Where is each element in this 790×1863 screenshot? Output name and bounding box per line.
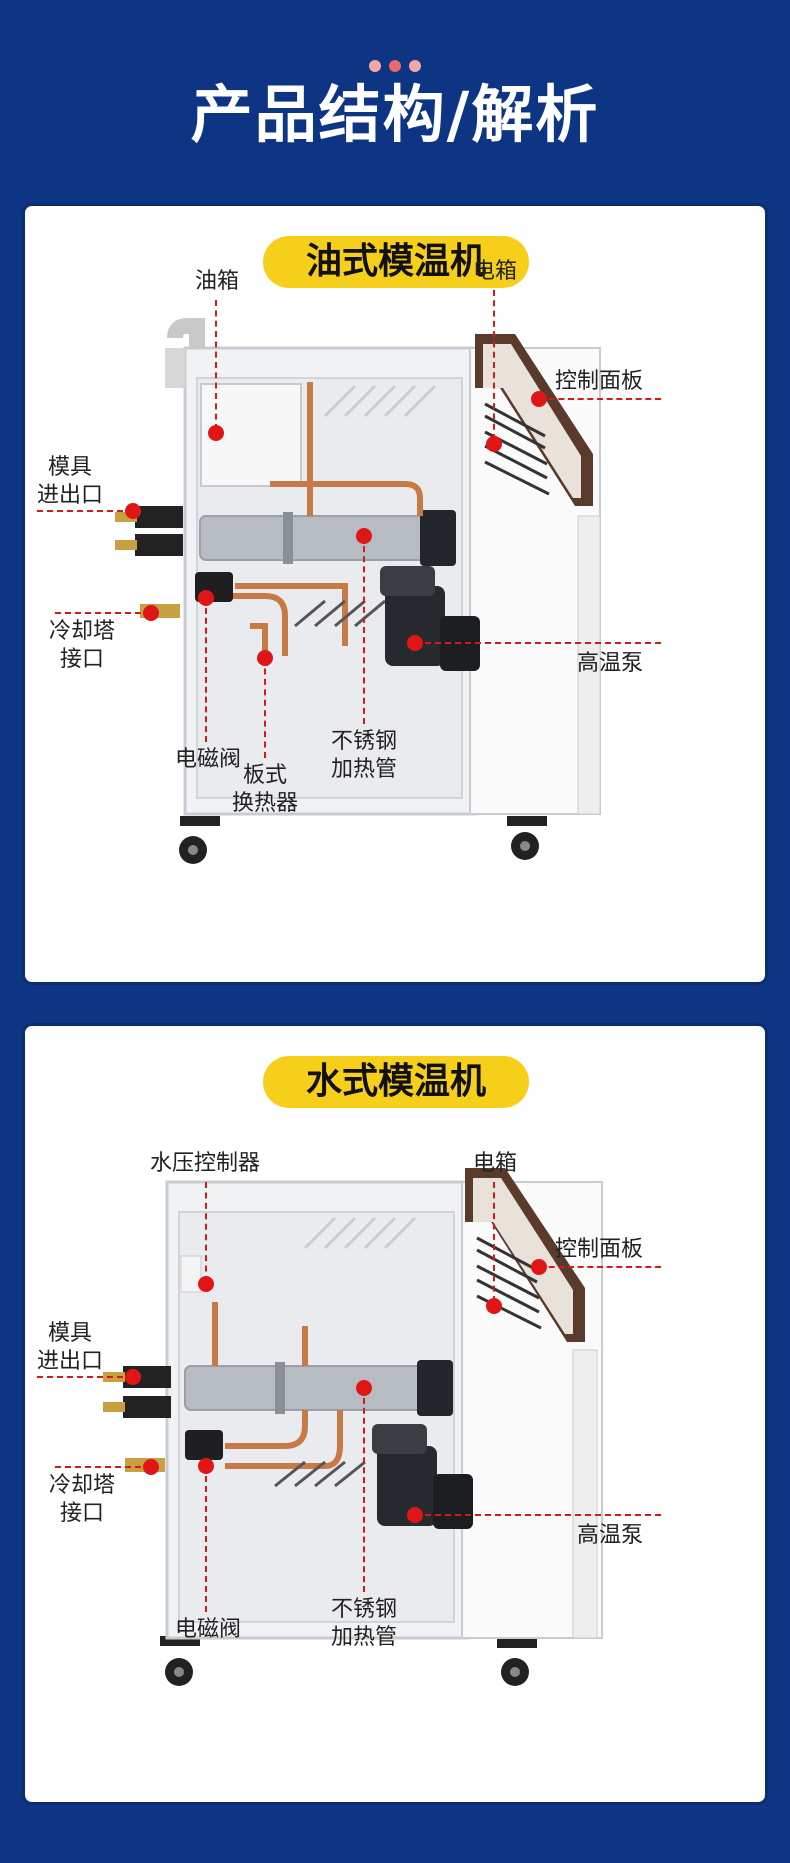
leader-oil-tank [215, 300, 217, 430]
label-heater-2: 加热管 [330, 757, 397, 782]
label-cooling-port-2: 接口 [59, 647, 104, 672]
plate-heat-exchanger [294, 599, 386, 628]
label-control-panel: 控制面板 [554, 369, 643, 394]
label-heater-2: 加热管 [330, 1625, 397, 1650]
dot-3 [409, 60, 421, 72]
leader-control-panel [539, 1266, 661, 1268]
pressure-controller [180, 1255, 202, 1293]
label-electric-box: 电箱 [473, 1151, 518, 1176]
caster-wheels [179, 816, 547, 864]
leader-pump [415, 1514, 661, 1516]
leader-mold-port [37, 510, 133, 512]
marker-solenoid-valve [198, 590, 214, 606]
marker-cooling-port [143, 605, 159, 621]
label-mold-port-1: 模具 [47, 455, 92, 480]
decorative-dots [369, 60, 421, 74]
water-machine-illustration [103, 1168, 603, 1686]
leader-solenoid-valve [205, 1466, 207, 1612]
pump-body [377, 1446, 437, 1526]
leader-cooling-port [55, 612, 151, 614]
heater-tube [199, 515, 441, 561]
marker-heater [356, 528, 372, 544]
label-control-panel: 控制面板 [554, 1237, 643, 1262]
label-cooling-port-1: 冷却塔 [48, 619, 115, 644]
marker-pressure-controller [198, 1276, 214, 1292]
solenoid-valve [185, 1430, 223, 1460]
label-solenoid-valve: 电磁阀 [174, 747, 241, 772]
oil-machine-panel: 油式模温机 [22, 203, 768, 985]
leader-solenoid-valve [205, 598, 207, 742]
oil-tank-box [200, 383, 302, 487]
label-pressure-controller: 水压控制器 [149, 1151, 260, 1176]
marker-solenoid-valve [198, 1458, 214, 1474]
label-electric-box: 电箱 [473, 259, 518, 284]
label-solenoid-valve: 电磁阀 [174, 1617, 241, 1642]
marker-pump [407, 1507, 423, 1523]
label-mold-port-2: 进出口 [37, 483, 104, 508]
copper-pipes [225, 382, 423, 666]
marker-electric-box [486, 1298, 502, 1314]
marker-heater [356, 1380, 372, 1396]
pump-body [385, 586, 445, 666]
label-pump: 高温泵 [576, 651, 643, 676]
marker-mold-port [125, 503, 141, 519]
water-machine-panel: 水式模温机 [22, 1023, 768, 1805]
marker-oil-tank [208, 425, 224, 441]
page-title: 产品结构/解析 [190, 78, 600, 151]
leader-electric-box [493, 1182, 495, 1302]
marker-control-panel [531, 1259, 547, 1275]
label-plate-hx-2: 换热器 [231, 791, 298, 816]
dot-1 [369, 60, 381, 72]
marker-cooling-port [143, 1459, 159, 1475]
oil-machine-illustration [115, 318, 601, 864]
marker-plate-hx [257, 650, 273, 666]
label-mold-port-1: 模具 [47, 1321, 92, 1346]
leader-mold-port [37, 1376, 133, 1378]
leader-control-panel [539, 398, 661, 400]
copper-pipes [212, 1302, 343, 1469]
leader-pressure-controller [205, 1182, 207, 1282]
label-cooling-port-2: 接口 [59, 1501, 104, 1526]
panel-heading: 油式模温机 [263, 236, 529, 288]
leader-heater [363, 1388, 365, 1592]
leader-pump [415, 642, 661, 644]
mold-ports [115, 506, 183, 556]
marker-pump [407, 635, 423, 651]
leader-electric-box [493, 290, 495, 440]
marker-control-panel [531, 391, 547, 407]
label-mold-port-2: 进出口 [37, 1349, 104, 1374]
label-pump: 高温泵 [576, 1523, 643, 1548]
label-oil-tank: 油箱 [195, 269, 240, 294]
label-plate-hx-1: 板式 [242, 763, 287, 788]
panel-heading: 水式模温机 [263, 1056, 529, 1108]
dot-2 [389, 60, 401, 72]
marker-electric-box [486, 436, 502, 452]
caster-wheels [160, 1636, 537, 1686]
label-heater-1: 不锈钢 [330, 1597, 397, 1622]
heater-tube [184, 1365, 436, 1411]
label-heater-1: 不锈钢 [330, 729, 397, 754]
vent-hatch [274, 1460, 366, 1488]
leader-plate-hx [264, 658, 266, 758]
leader-cooling-port [55, 1466, 151, 1468]
label-cooling-port-1: 冷却塔 [48, 1473, 115, 1498]
marker-mold-port [125, 1369, 141, 1385]
leader-heater [363, 536, 365, 724]
